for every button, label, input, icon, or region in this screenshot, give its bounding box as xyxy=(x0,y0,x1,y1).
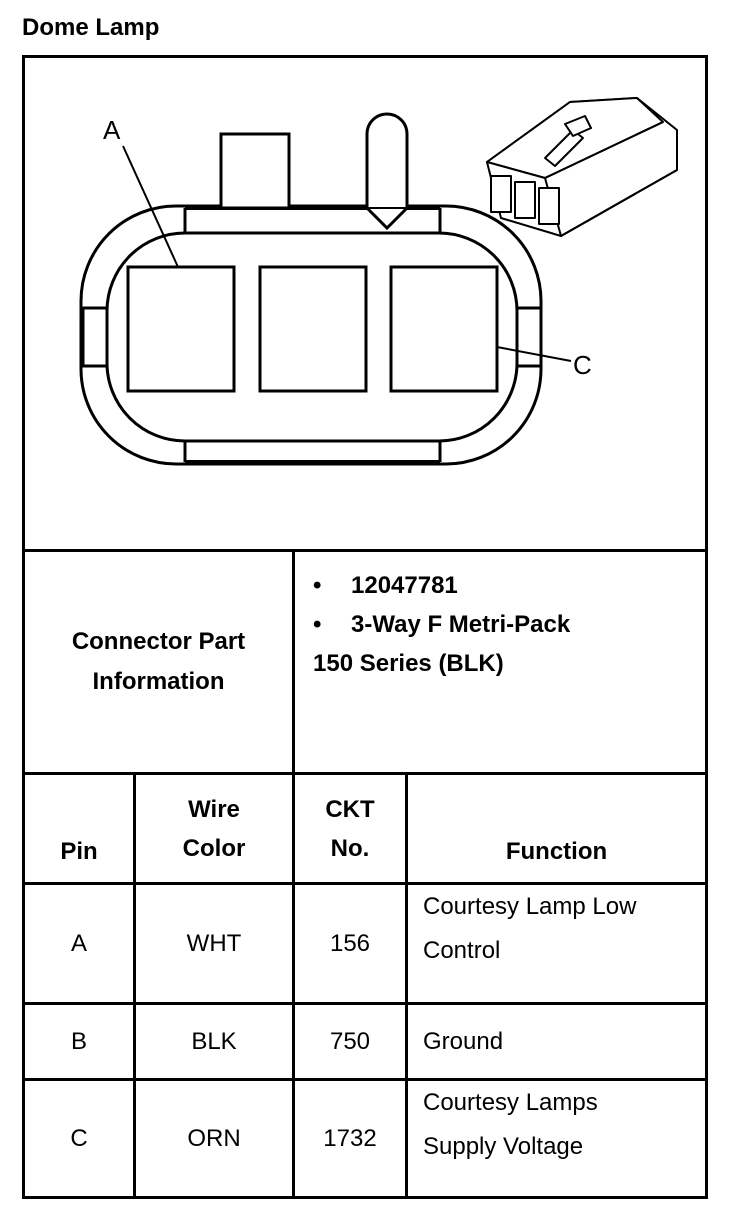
locking-key xyxy=(365,112,409,231)
divider-col-ckt xyxy=(292,552,295,1196)
part-info-heading: Connector Part Information xyxy=(71,628,246,695)
connector-frame: A C Connector Part Information •12047781… xyxy=(22,55,708,1199)
table-row-function: Ground xyxy=(423,1027,504,1055)
part-info-list: •12047781 •3-Way F Metri-Pack 150 Series… xyxy=(313,566,570,683)
connector-isometric xyxy=(486,97,678,237)
table-row-ckt: 750 xyxy=(329,1027,371,1055)
connector-diagram: A C xyxy=(79,97,678,466)
table-row-function: Courtesy Lamp Low Control xyxy=(423,893,637,964)
pin-label-a: A xyxy=(103,115,121,145)
divider-diagram xyxy=(25,549,705,552)
table-row-function: Courtesy Lamps Supply Voltage xyxy=(423,1089,598,1160)
table-row-pin: B xyxy=(70,1027,87,1055)
divider-row-b xyxy=(25,1078,705,1081)
divider-row-a xyxy=(25,1002,705,1005)
part-info-continuation: 150 Series (BLK) xyxy=(313,650,504,677)
leader-a xyxy=(122,145,179,268)
divider-header xyxy=(25,882,705,885)
part-info-item: •3-Way F Metri-Pack xyxy=(313,611,571,638)
table-row-color: WHT xyxy=(186,929,242,957)
pin-label-c: C xyxy=(573,350,592,380)
header-ckt-no: CKT No. xyxy=(325,795,375,862)
cavity-b xyxy=(258,265,368,393)
table-row-color: ORN xyxy=(187,1124,241,1152)
header-function: Function xyxy=(505,838,608,865)
table-row-pin: A xyxy=(70,929,87,957)
leader-c xyxy=(496,346,572,362)
divider-col-pin xyxy=(133,775,136,1196)
part-info-item: •12047781 xyxy=(313,572,458,599)
latch-tab xyxy=(219,132,291,210)
cavity-a xyxy=(126,265,236,393)
table-row-ckt: 1732 xyxy=(323,1124,377,1152)
table-row-color: BLK xyxy=(191,1027,237,1055)
cavity-c xyxy=(389,265,499,393)
table-row-ckt: 156 xyxy=(329,929,371,957)
table-row-pin: C xyxy=(70,1124,88,1152)
page-title: Dome Lamp xyxy=(22,14,160,41)
header-pin: Pin xyxy=(60,838,98,865)
header-wire-color: Wire Color xyxy=(182,795,246,862)
divider-col-function xyxy=(405,775,408,1196)
connector-face xyxy=(79,204,543,466)
divider-part-info xyxy=(25,772,705,775)
